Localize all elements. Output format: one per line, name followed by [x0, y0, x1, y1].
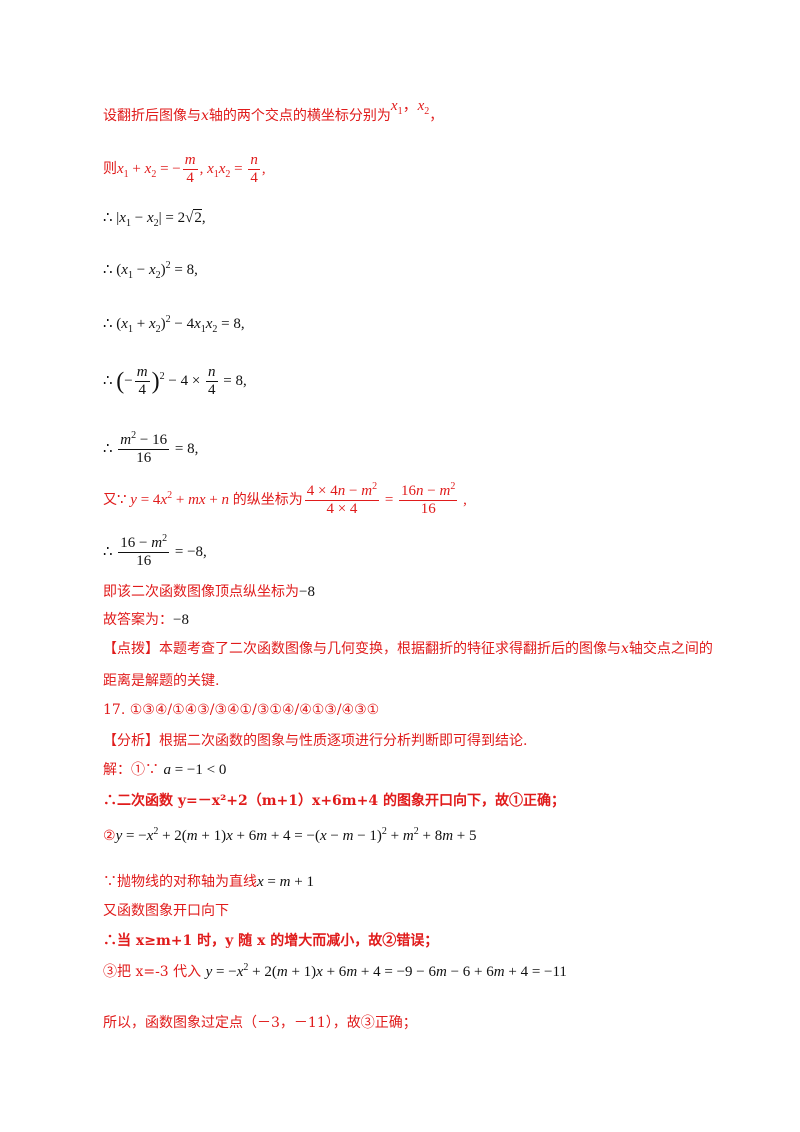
- text: ，: [429, 108, 444, 124]
- solution-claim-3: ③把 x=-3 代入 y = −x2 + 2(m + 1)x + 6m + 4 …: [103, 962, 567, 981]
- question-17-answer: 17. ①③④/①④③/③④①/③①④/④①③/④③①: [103, 702, 380, 718]
- solution-axis: ∵抛物线的对称轴为直线x = m + 1: [103, 874, 314, 890]
- analysis-line: 【分析】根据二次函数的图象与性质逐项进行分析判断即可得到结论.: [103, 733, 528, 749]
- tip-line-2: 距离是解题的关键.: [103, 673, 220, 689]
- text: 则: [103, 161, 117, 178]
- roots-label: x1，x2: [390, 98, 430, 117]
- line-answer: 故答案为：−8: [103, 612, 189, 628]
- analysis-tag: 【分析】: [103, 733, 159, 749]
- tip-tag: 【点拨】: [103, 641, 159, 657]
- eq-sum-product: ∴ (x1 + x2)2 − 4x1x2 = 8,: [103, 314, 245, 335]
- line-intersections: 设翻折后图像与x轴的两个交点的横坐标分别为x1，x2，: [103, 98, 444, 126]
- eq-abs-diff: ∴ |x1 − x2| = 2√2,: [103, 209, 206, 229]
- text: 设翻折后图像与: [103, 108, 201, 124]
- solution-fixed-point: 所以，函数图象过定点（－3，－11），故③正确；: [103, 1015, 417, 1031]
- line-conclusion: 即该二次函数图像顶点纵坐标为−8: [103, 584, 315, 600]
- solution-claim-2: ②y = −x2 + 2(m + 1)x + 6m + 4 = −(x − m …: [103, 826, 477, 845]
- solution-open-down: 又函数图象开口向下: [103, 903, 229, 919]
- tip-line-1: 【点拨】本题考查了二次函数图像与几何变换，根据翻折的特征求得翻折后的图像与x轴交…: [103, 641, 713, 657]
- solution-claim-1: ∴二次函数 y=－x²+2（m+1）x+6m+4 的图象开口向下，故①正确；: [103, 793, 565, 809]
- solution-decreasing: ∴当 x≥m+1 时，y 随 x 的增大而减小，故②错误；: [103, 933, 439, 949]
- solution-line-1: 解：①∵ a = −1 < 0: [103, 762, 227, 778]
- eq-square-diff: ∴ (x1 − x2)2 = 8,: [103, 260, 198, 281]
- var-x: x: [201, 108, 209, 124]
- text: 轴的两个交点的横坐标分别为: [208, 108, 391, 124]
